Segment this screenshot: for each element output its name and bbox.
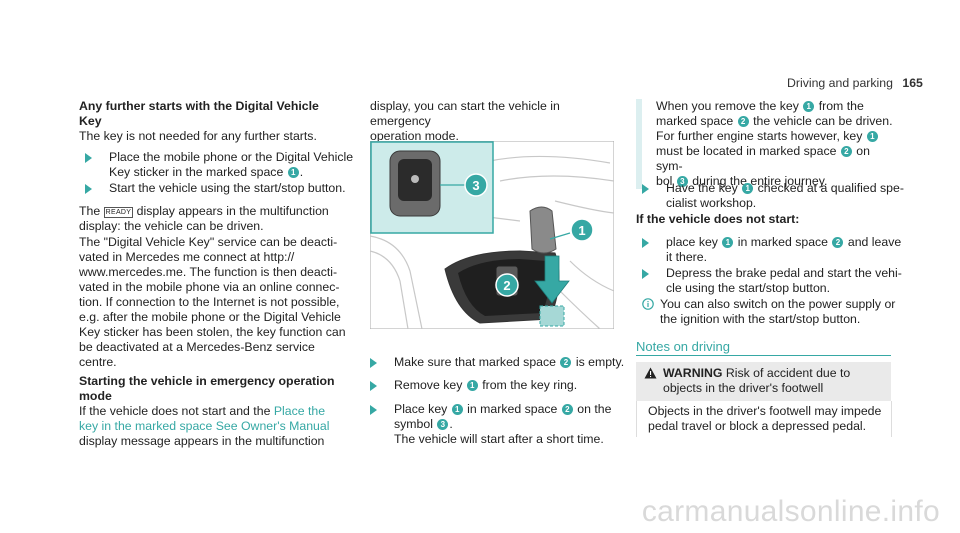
marker-1-icon: 1	[451, 404, 463, 415]
note-bar	[636, 99, 642, 189]
section-title: Driving and parking	[787, 76, 893, 90]
bullet-arrow-icon	[85, 153, 92, 163]
step-place-key: Place key 1 in marked space 2 on the sym…	[370, 402, 644, 447]
marker-2-icon: 2	[560, 357, 572, 368]
notes-on-driving-heading: Notes on driving	[636, 339, 730, 354]
note-key-removal: When you remove the key 1 from the marke…	[656, 99, 893, 188]
gear-selector	[529, 206, 557, 254]
marker-2-icon: 2	[737, 116, 749, 127]
digital-key-service-paragraph: The "Digital Vehicle Key" service can be…	[79, 235, 346, 369]
page-header: Driving and parking 165	[787, 76, 923, 91]
step-place-key-leave: place key 1 in marked space 2 and leave …	[642, 235, 916, 265]
callout-line-1	[549, 232, 571, 240]
ready-display-text: The READY display appears in the multifu…	[79, 204, 329, 233]
page-number: 165	[902, 76, 923, 90]
bullet-arrow-icon	[642, 184, 649, 194]
heading-emergency-mode: Starting the vehicle in emergency operat…	[79, 374, 335, 403]
warning-header: WARNING Risk of accident due to objects …	[636, 362, 891, 401]
marker-1-icon: 1	[742, 183, 754, 194]
intro-text: The key is not needed for any further st…	[79, 129, 317, 143]
callout-2-label: 2	[503, 278, 510, 293]
marked-space-2	[539, 305, 565, 327]
step-place-phone: Place the mobile phone or the Digital Ve…	[85, 150, 369, 180]
bullet-arrow-icon	[370, 358, 377, 368]
marker-3-icon: 3	[676, 176, 688, 187]
key-placement-illustration: 3 1 2	[370, 141, 614, 329]
callout-3	[464, 173, 488, 197]
down-arrow-icon	[534, 255, 570, 304]
watermark: carmanualsonline.info	[641, 495, 940, 528]
heading-vehicle-not-start: If the vehicle does not start:	[636, 212, 800, 226]
callout-1-label: 1	[578, 223, 585, 238]
bullet-arrow-icon	[642, 269, 649, 279]
callout-2	[495, 273, 519, 297]
bullet-arrow-icon	[370, 381, 377, 391]
marker-1-icon: 1	[287, 167, 299, 178]
emergency-continued: display, you can start the vehicle in em…	[370, 99, 560, 143]
marker-2-icon: 2	[561, 404, 573, 415]
marker-2-icon: 2	[840, 146, 852, 157]
warning-triangle-icon	[644, 367, 657, 379]
heading-digital-key: Any further starts with the Digital Vehi…	[79, 99, 319, 128]
emergency-intro: If the vehicle does not start and the Pl…	[79, 404, 330, 448]
marker-1-icon: 1	[466, 380, 478, 391]
marker-1-icon: 1	[722, 237, 734, 248]
warning-body: Objects in the driver's footwell may imp…	[636, 401, 892, 437]
callout-1	[570, 218, 594, 242]
owners-manual-link-cont[interactable]: key in the marked space See Owner's Manu…	[79, 419, 330, 433]
info-note: You can also switch on the power supply …	[642, 297, 910, 327]
inset-frame	[370, 141, 494, 234]
heading-rule	[636, 355, 891, 356]
marker-1-icon: 1	[866, 131, 878, 142]
bullet-arrow-icon	[642, 238, 649, 248]
step-have-key-checked: Have the key 1 checked at a qualified sp…	[642, 181, 916, 211]
marker-1-icon: 1	[803, 101, 815, 112]
step-marked-space-empty: Make sure that marked space 2 is empty.	[370, 355, 644, 370]
key-symbol-icon	[411, 175, 419, 183]
step-start-vehicle: Start the vehicle using the start/stop b…	[85, 181, 379, 196]
bullet-arrow-icon	[85, 184, 92, 194]
ready-indicator-icon: READY	[103, 207, 134, 218]
owners-manual-link[interactable]: Place the	[273, 404, 326, 418]
step-depress-brake: Depress the brake pedal and start the ve…	[642, 266, 916, 296]
bullet-arrow-icon	[370, 405, 377, 415]
marker-2-icon: 2	[832, 237, 844, 248]
step-remove-key: Remove key 1 from the key ring.	[370, 378, 644, 393]
callout-3-label: 3	[472, 178, 479, 193]
marker-3-icon: 3	[437, 419, 449, 430]
warning-title: WARNING Risk of accident due to objects …	[663, 366, 851, 395]
info-icon	[642, 298, 654, 310]
